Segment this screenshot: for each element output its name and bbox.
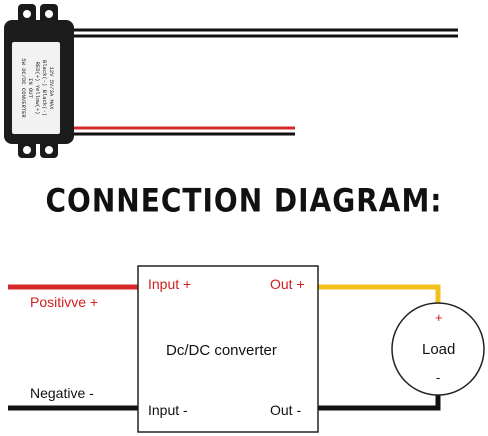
module-label-text: 5W DC/DC CONVERTER IN OUT RED(+) Yellow(… [20, 58, 55, 118]
input-plus-label: Input + [148, 276, 192, 292]
out-plus-label: Out + [270, 276, 305, 292]
out-minus-label: Out - [270, 402, 302, 418]
negative-output-wire [318, 393, 441, 411]
input-minus-label: Input - [148, 402, 188, 418]
load-label: Load [422, 341, 456, 358]
diagram-title: CONNECTION DIAGRAM: [45, 181, 443, 220]
converter-label: Dc/DC converter [166, 342, 277, 359]
module-label-line: RED(+) Yellow(+) [34, 62, 41, 115]
converter-box [137, 265, 319, 433]
load-circle [391, 302, 485, 396]
positive-label: Positivve + [30, 294, 99, 310]
load-plus-label: + [435, 310, 443, 325]
wiring-diagram [8, 265, 485, 433]
load-minus-label: - [436, 370, 441, 385]
module-label-line: IN OUT [27, 78, 34, 99]
module-label-line: 5W DC/DC CONVERTER [20, 58, 27, 118]
positive-output-wire [318, 284, 441, 304]
module-label-line: Black(-) Black(-) [41, 60, 48, 116]
module-label-line: 12V 5V/3A MAX [48, 67, 55, 111]
negative-label: Negative - [30, 385, 94, 401]
converter-module-photo [4, 4, 458, 158]
